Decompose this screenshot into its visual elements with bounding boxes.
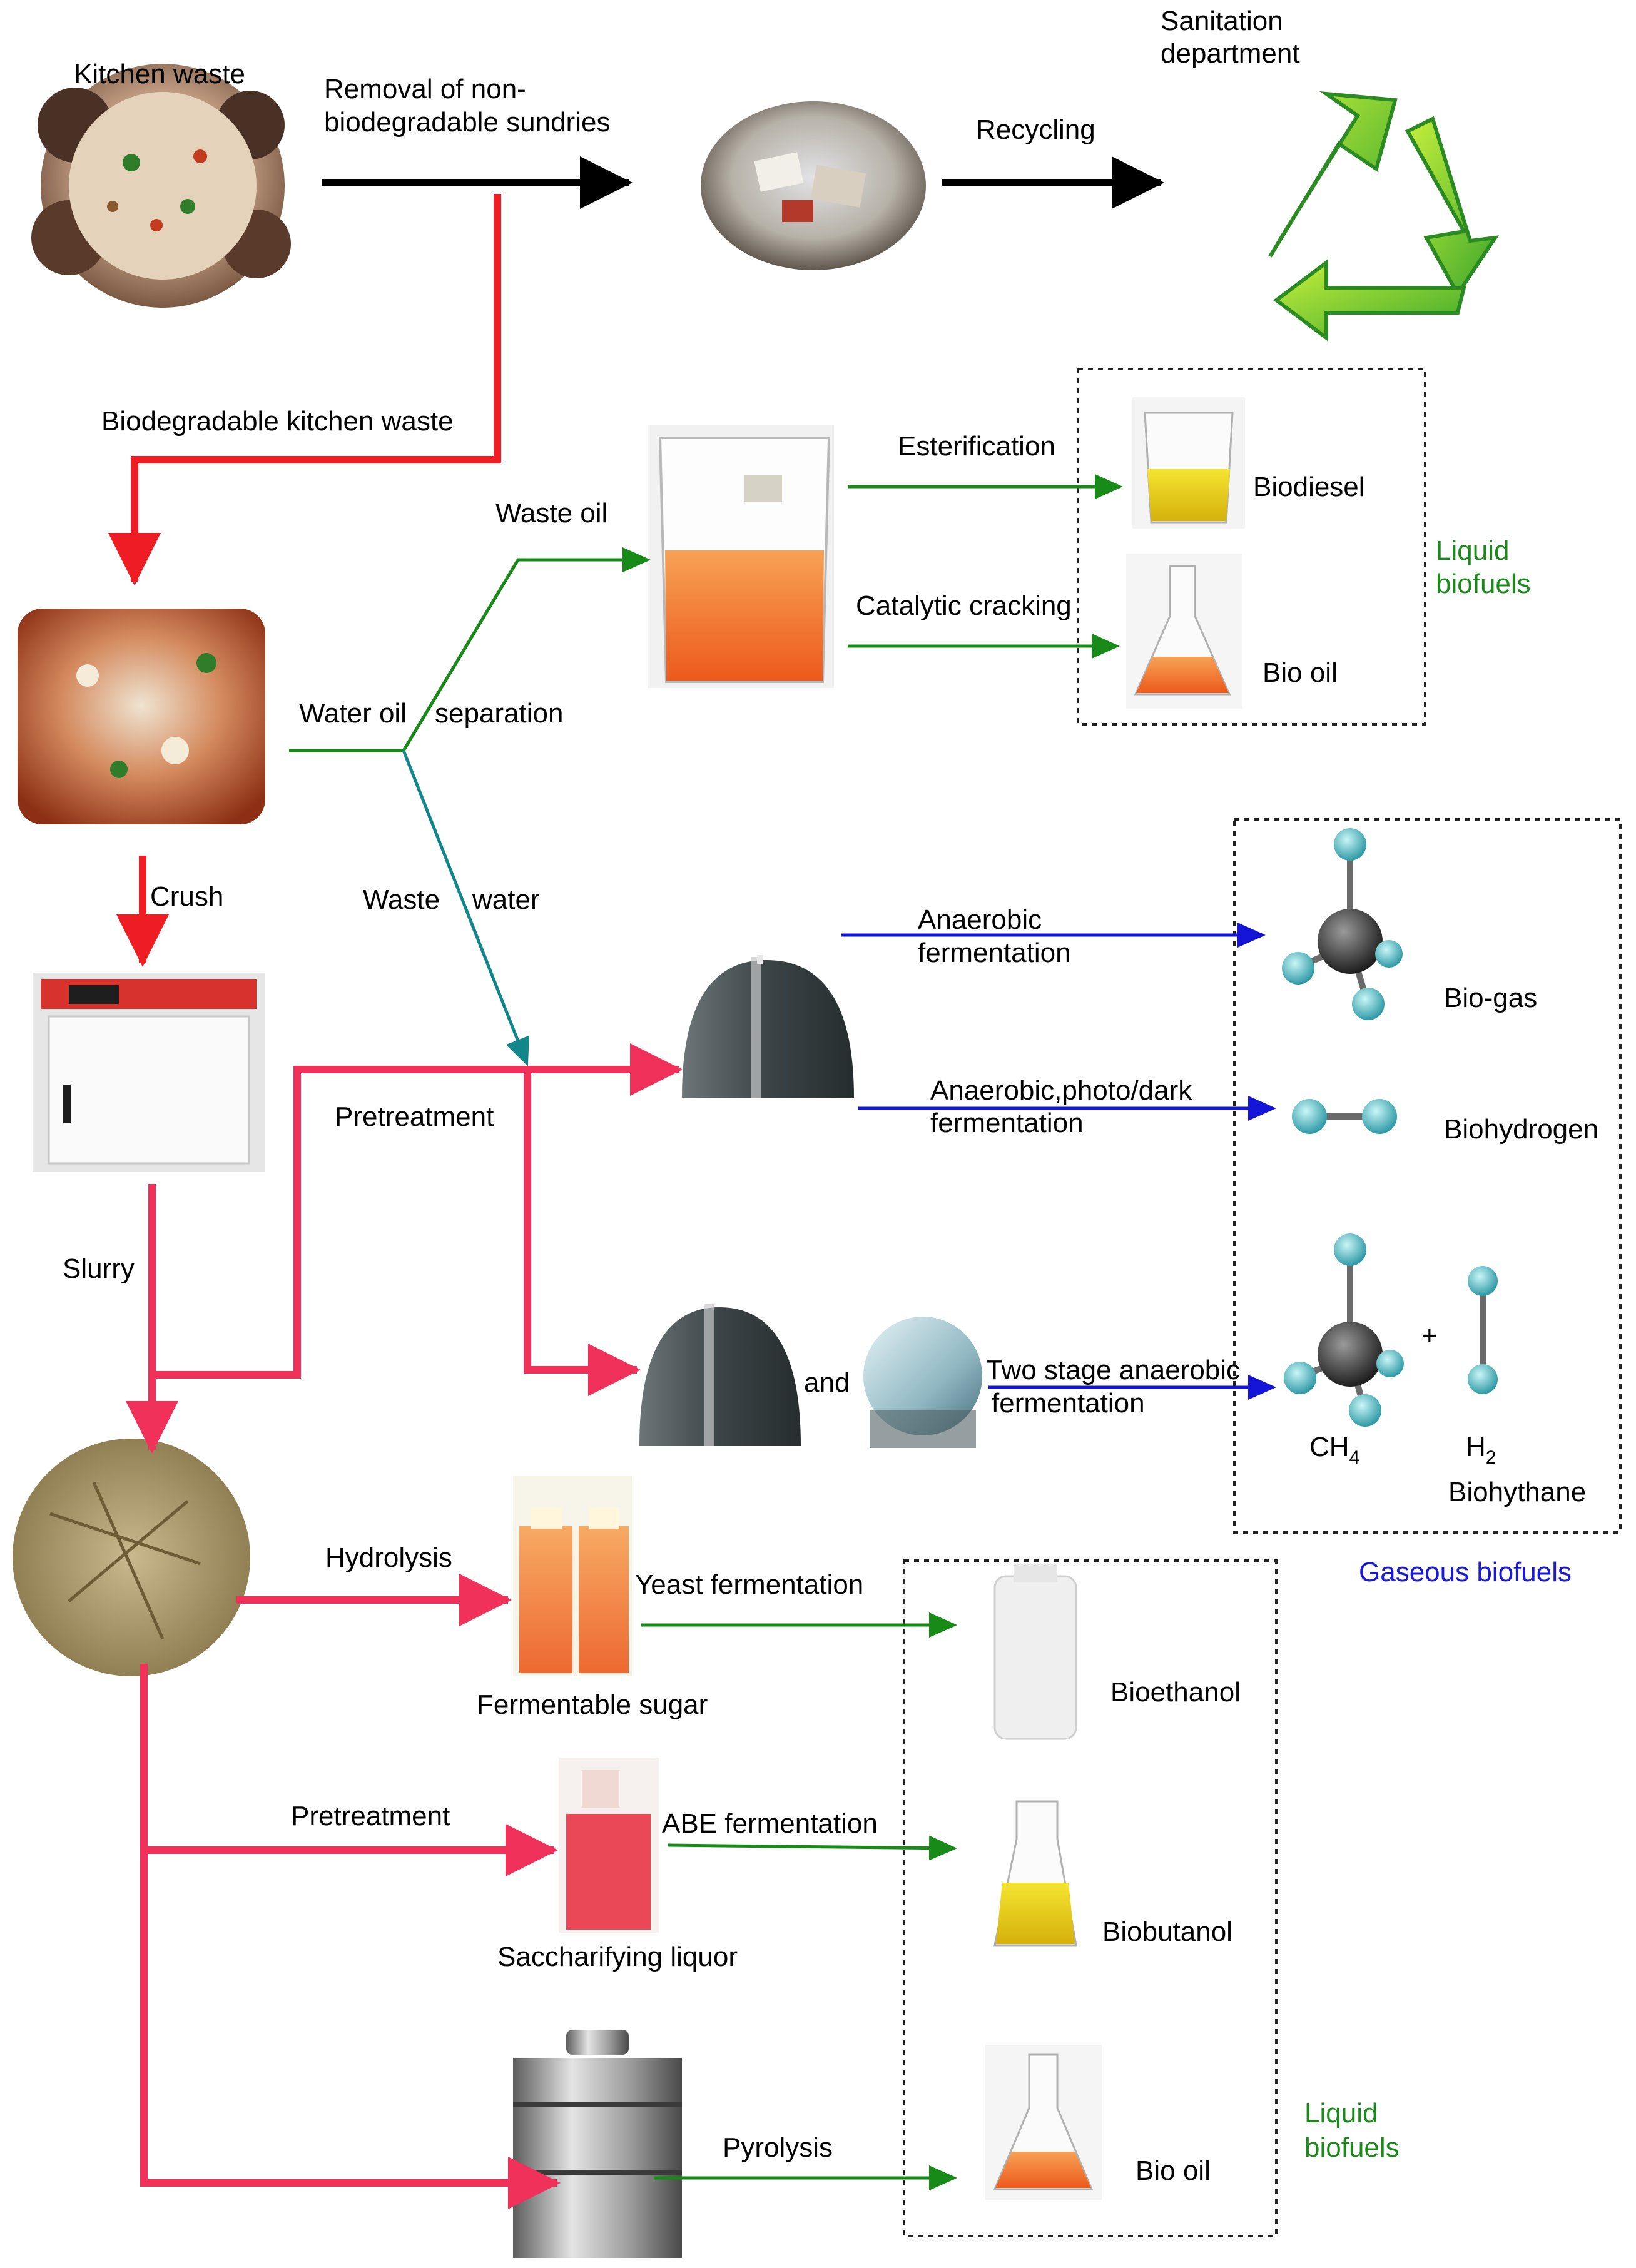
- label-photo-line2: fermentation: [930, 1108, 1084, 1138]
- hydrogen-molecule: [1292, 1099, 1397, 1134]
- label-biogas: Bio-gas: [1444, 983, 1537, 1013]
- label-biohydrogen: Biohydrogen: [1444, 1114, 1598, 1145]
- label-removal-line1: Removal of non-: [324, 74, 526, 104]
- biodiesel-beaker: [1132, 397, 1245, 529]
- label-biohythane: Biohythane: [1448, 1477, 1586, 1507]
- label-two-stage-line2: fermentation: [992, 1388, 1145, 1419]
- digester-dome-1: [682, 955, 854, 1098]
- label-waste-oil: Waste oil: [495, 498, 607, 529]
- label-pyrolysis: Pyrolysis: [723, 2132, 833, 2163]
- recycling-symbol: [1268, 91, 1500, 342]
- straw-slurry-photo: [13, 1439, 250, 1676]
- h2-molecule-vertical: [1468, 1266, 1498, 1394]
- label-sanitation-line1: Sanitation: [1161, 6, 1283, 36]
- liquid-biofuels-bottom-box: [903, 1559, 1278, 2237]
- bottom-trunk: [140, 1664, 561, 2209]
- label-liquid-bottom-line2: biofuels: [1304, 2132, 1400, 2163]
- label-saccharifying-liquor: Saccharifying liquor: [497, 1941, 738, 1972]
- spherical-tank: [863, 1317, 982, 1448]
- h2-main: H: [1466, 1432, 1486, 1462]
- fermentable-sugar-bottles: [513, 1476, 632, 1676]
- liquid-biofuels-top-box: [1077, 368, 1426, 726]
- label-biobutanol: Biobutanol: [1102, 1916, 1232, 1947]
- label-and: and: [804, 1367, 850, 1398]
- label-crush: Crush: [150, 881, 223, 912]
- bio-oil-flask-bottom: [985, 2045, 1102, 2200]
- pyrolysis-reactor: [513, 2030, 682, 2258]
- saccharifying-liquor-bottles: [559, 1758, 659, 1933]
- pretreatment-branch: [152, 1043, 683, 1379]
- label-recycling: Recycling: [976, 114, 1095, 145]
- label-fermentable-sugar: Fermentable sugar: [477, 1689, 708, 1720]
- label-bio-oil-top: Bio oil: [1263, 657, 1338, 688]
- label-biodiesel: Biodiesel: [1253, 472, 1365, 502]
- crusher-machine: [33, 973, 265, 1172]
- label-plus: +: [1421, 1320, 1438, 1351]
- label-abe-fermentation: ABE fermentation: [662, 1808, 878, 1839]
- label-catalytic-cracking: Catalytic cracking: [856, 590, 1072, 621]
- biogas-molecule: [1282, 828, 1403, 1020]
- label-water-oil-a: Water oil: [299, 698, 407, 729]
- digester-dome-2: [639, 1304, 801, 1446]
- bioethanol-bottle: [993, 1564, 1077, 1740]
- label-two-stage-line1: Two stage anaerobic: [986, 1355, 1240, 1385]
- label-slurry: Slurry: [63, 1253, 135, 1284]
- two-stage-branch: [524, 1070, 641, 1396]
- label-sanitation-line2: department: [1161, 38, 1300, 69]
- ch4-sub: 4: [1349, 1447, 1360, 1468]
- label-waste-water-a: Waste: [363, 884, 440, 915]
- label-ch4: CH4: [1309, 1432, 1359, 1468]
- mixed-waste-tray: [18, 609, 265, 824]
- label-yeast-fermentation: Yeast fermentation: [635, 1569, 863, 1600]
- label-bio-oil-bottom: Bio oil: [1136, 2155, 1211, 2186]
- label-anaerobic-line1: Anaerobic: [918, 904, 1042, 935]
- label-kitchen-waste: Kitchen waste: [74, 59, 245, 89]
- biobutanol-flask: [993, 1800, 1077, 1947]
- label-gaseous-biofuels: Gaseous biofuels: [1359, 1557, 1572, 1587]
- label-esterification: Esterification: [898, 431, 1055, 462]
- label-anaerobic-line2: fermentation: [918, 938, 1071, 968]
- sundries-photo: [701, 101, 926, 270]
- methane-molecule: [1284, 1233, 1404, 1427]
- label-h2: H2: [1466, 1432, 1496, 1468]
- label-removal-line2: biodegradable sundries: [324, 107, 610, 138]
- label-liquid-top-line2: biofuels: [1436, 569, 1531, 599]
- label-biodegradable: Biodegradable kitchen waste: [101, 406, 454, 437]
- ch4-main: CH: [1309, 1432, 1349, 1462]
- label-hydrolysis: Hydrolysis: [325, 1542, 452, 1573]
- arrow-waste-water: [402, 750, 529, 1066]
- label-photo-line1: Anaerobic,photo/dark: [930, 1075, 1192, 1106]
- waste-oil-beaker: [648, 425, 834, 688]
- kitchen-waste-photo: [31, 64, 291, 308]
- h2-sub: 2: [1486, 1447, 1496, 1468]
- label-liquid-top-line1: Liquid: [1436, 535, 1509, 566]
- label-water-oil-b: separation: [435, 698, 563, 729]
- arrow-abe-fermentation: [668, 1835, 957, 1861]
- water-oil-split: [289, 547, 651, 752]
- label-pretreatment-bottom: Pretreatment: [291, 1801, 450, 1831]
- label-liquid-bottom-line1: Liquid: [1304, 2098, 1378, 2129]
- bio-oil-flask-top: [1126, 554, 1242, 709]
- arrow-biodegradable: [108, 194, 501, 585]
- label-bioethanol: Bioethanol: [1110, 1677, 1241, 1708]
- label-pretreatment-top: Pretreatment: [335, 1101, 494, 1132]
- gaseous-biofuels-box: [1233, 818, 1622, 1534]
- label-waste-water-b: water: [472, 884, 540, 915]
